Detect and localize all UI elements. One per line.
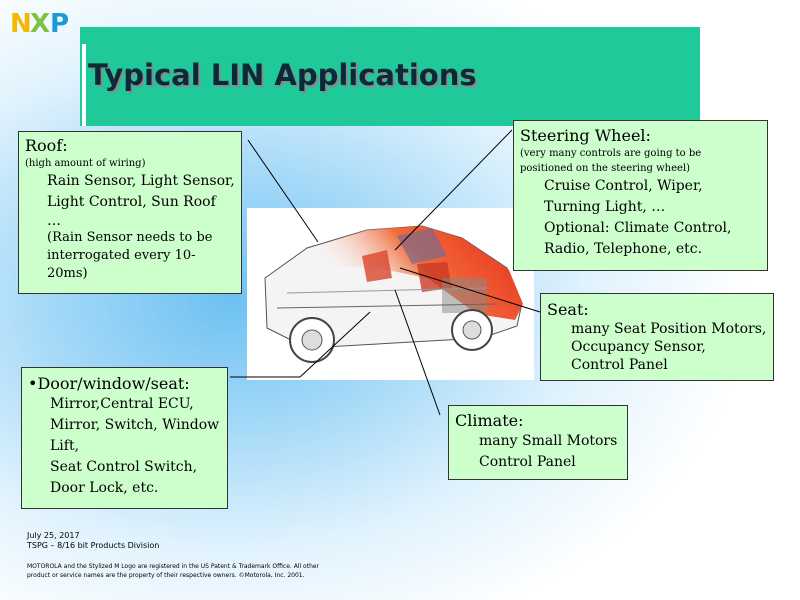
roof-subnote: (Rain Sensor needs to be	[47, 230, 213, 245]
car-illustration	[247, 208, 534, 380]
nxp-logo: N X P	[10, 9, 69, 36]
climate-line: Control Panel	[479, 454, 576, 470]
steering-line: Radio, Telephone, etc.	[544, 241, 703, 257]
roof-line: Light Control, Sun Roof	[47, 194, 216, 210]
legal-line: MOTOROLA and the Stylized M Logo are reg…	[27, 563, 320, 570]
steering-heading: Steering Wheel:	[520, 126, 651, 145]
seat-line: many Seat Position Motors,	[571, 321, 767, 337]
footer-division: TSPG – 8/16 bit Products Division	[27, 541, 160, 550]
steering-line: Cruise Control, Wiper,	[544, 178, 703, 194]
roof-callout: Roof: (high amount of wiring) Rain Senso…	[18, 131, 242, 294]
climate-heading: Climate:	[455, 411, 524, 430]
steering-line: Optional: Climate Control,	[544, 220, 732, 236]
title-accent	[82, 44, 86, 126]
svg-text:P: P	[50, 9, 69, 36]
door-line: Lift,	[50, 438, 80, 454]
svg-text:X: X	[30, 9, 50, 36]
roof-note: (high amount of wiring)	[25, 158, 146, 169]
seat-line: Control Panel	[571, 357, 668, 373]
roof-subnote: interrogated every 10-20ms)	[47, 248, 196, 281]
slide-footer: July 25, 2017 TSPG – 8/16 bit Products D…	[27, 531, 159, 551]
roof-heading: Roof:	[25, 136, 68, 155]
door-line: Mirror,Central ECU,	[50, 396, 194, 412]
climate-line: many Small Motors	[479, 433, 618, 449]
door-heading: •Door/window/seat:	[28, 374, 190, 393]
roof-line: Rain Sensor, Light Sensor,	[47, 173, 235, 189]
climate-callout: Climate: many Small Motors Control Panel	[448, 405, 628, 480]
door-line: Door Lock, etc.	[50, 480, 159, 496]
slide-title: Typical LIN Applications	[88, 58, 477, 92]
legal-line: product or service names are the propert…	[27, 572, 305, 579]
svg-text:N: N	[10, 9, 32, 36]
footer-date: July 25, 2017	[27, 531, 80, 540]
door-line: Seat Control Switch,	[50, 459, 198, 475]
seat-heading: Seat:	[547, 300, 589, 319]
steering-line: Turning Light, …	[544, 199, 666, 215]
seat-line: Occupancy Sensor,	[571, 339, 706, 355]
steering-note: (very many controls are going to be	[520, 148, 702, 159]
title-band	[80, 27, 700, 126]
legal-notice: MOTOROLA and the Stylized M Logo are reg…	[27, 562, 347, 580]
steering-wheel-callout: Steering Wheel: (very many controls are …	[513, 120, 768, 271]
door-window-seat-callout: •Door/window/seat: Mirror,Central ECU, M…	[21, 367, 228, 509]
seat-callout: Seat: many Seat Position Motors, Occupan…	[540, 293, 774, 381]
door-line: Mirror, Switch, Window	[50, 417, 220, 433]
roof-line: …	[47, 213, 61, 229]
steering-note: positioned on the steering wheel)	[520, 163, 691, 174]
